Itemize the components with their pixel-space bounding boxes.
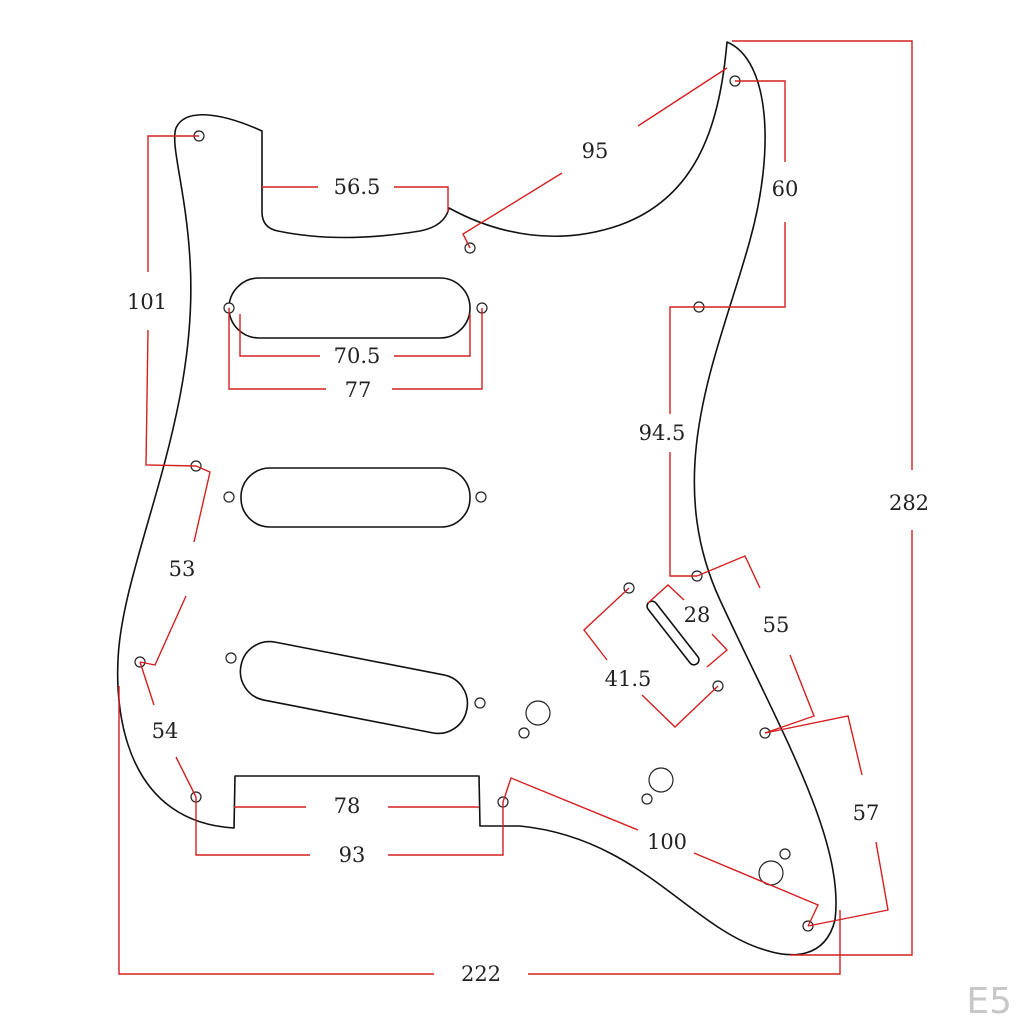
screw-holes [134, 75, 814, 932]
dim-line-100 [502, 777, 819, 927]
watermark-text: E5 [966, 981, 1012, 1022]
dim-line-77 [228, 308, 483, 390]
dim-line-282 [732, 40, 913, 956]
pickguard-outline [116, 41, 837, 956]
label-56-5: 56.5 [334, 175, 381, 199]
tone-pot-hole [648, 767, 674, 793]
volume-pot-hole [525, 700, 551, 726]
dim-line-94-5 [669, 306, 699, 577]
neck-pickup-cutout [228, 277, 471, 339]
dim-line-55 [696, 555, 815, 734]
label-57: 57 [853, 801, 880, 825]
dim-line-53 [139, 465, 211, 666]
label-95: 95 [582, 139, 609, 163]
label-222: 222 [461, 962, 501, 986]
dim-line-57 [764, 715, 889, 927]
dim-line-28 [647, 584, 729, 668]
dim-line-222 [118, 686, 841, 975]
dim-line-41-5 [583, 587, 719, 728]
label-282: 282 [889, 491, 929, 515]
screw-hole [641, 793, 653, 805]
label-54: 54 [152, 719, 179, 743]
screw-hole [779, 848, 791, 860]
label-41-5: 41.5 [605, 667, 652, 691]
dim-line-54 [139, 661, 197, 798]
screw-hole [223, 491, 235, 503]
label-101: 101 [127, 290, 167, 314]
screw-hole [225, 652, 237, 664]
dimension-lines [118, 40, 913, 975]
label-93: 93 [339, 843, 366, 867]
dim-line-70-5 [239, 314, 471, 357]
label-55: 55 [763, 613, 790, 637]
dim-line-93 [195, 797, 504, 856]
middle-pickup-cutout [240, 467, 471, 528]
dim-line-56-5 [262, 186, 449, 212]
label-78: 78 [334, 794, 361, 818]
label-77: 77 [345, 378, 372, 402]
bridge-pickup-cutout [239, 640, 469, 735]
dim-line-101 [145, 135, 199, 467]
label-60: 60 [772, 177, 799, 201]
dim-line-60 [699, 80, 786, 308]
dimension-labels: 56.5 95 60 101 70.5 77 94.5 282 53 28 55… [127, 139, 929, 986]
label-100: 100 [647, 830, 687, 854]
label-53: 53 [169, 557, 196, 581]
screw-hole [474, 697, 486, 709]
label-70-5: 70.5 [334, 344, 381, 368]
screw-hole [475, 491, 487, 503]
dim-line-95 [462, 67, 728, 249]
label-28: 28 [684, 603, 711, 627]
screw-hole [518, 727, 530, 739]
label-94-5: 94.5 [639, 421, 686, 445]
